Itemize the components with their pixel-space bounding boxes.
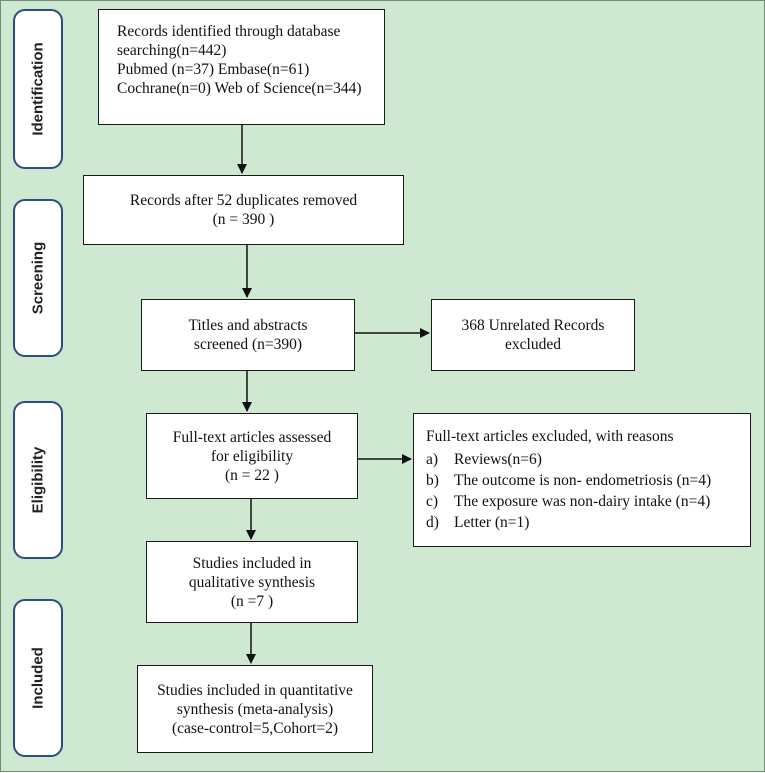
reason-marker: d) [426,514,439,531]
reason-marker: a) [426,451,439,468]
box-line: (n = 390 ) [212,211,275,228]
box-qualitative-synthesis: Studies included in qualitative synthesi… [146,541,358,623]
box-line: Records after 52 duplicates removed [129,192,358,209]
box-line: 368 Unrelated Records [461,317,605,334]
box-fulltext-assessed: Full-text articles assessed for eligibil… [146,413,358,499]
box-line: Records identified through database [117,23,341,40]
box-line: (n = 22 ) [225,466,279,484]
stage-identification: Identification [13,9,63,169]
box-line: Full-text articles assessed [172,428,332,446]
reason-text: The exposure was non-dairy intake (n=4) [454,493,711,510]
box-quantitative-synthesis: Studies included in quantitative synthes… [137,665,373,753]
reason-text: The outcome is non- endometriosis (n=4) [454,472,712,489]
box-records-identified: Records identified through database sear… [98,9,385,125]
box-line: (n =7 ) [230,592,274,610]
box-line: Cochrane(n=0) Web of Science(n=344) [117,80,362,97]
box-titles-abstracts-screened: Titles and abstracts screened (n=390) [141,299,355,371]
stage-screening: Screening [13,199,63,357]
reason-text: Letter (n=1) [454,514,530,531]
box-line: Studies included in quantitative [157,681,353,699]
box-line: Pubmed (n=37) Embase(n=61) [117,61,310,78]
reason-marker: c) [426,493,439,510]
box-fulltext-excluded: Full-text articles excluded, with reason… [413,413,751,547]
box-line: for eligibility [210,447,294,465]
excluded-reason-item: d) Letter (n=1) [426,512,740,533]
box-line: (case-control=5,Cohort=2) [172,719,338,737]
box-line: searching(n=442) [117,42,227,59]
box-line: Titles and abstracts [188,317,308,334]
excluded-title: Full-text articles excluded, with reason… [426,428,674,445]
stage-included: Included [13,599,63,757]
stage-eligibility: Eligibility [13,401,63,559]
box-line: screened (n=390) [193,336,303,353]
box-line: Studies included in [192,554,312,572]
box-unrelated-excluded: 368 Unrelated Records excluded [431,299,635,371]
reason-text: Reviews(n=6) [454,451,542,468]
box-line: excluded [505,336,561,353]
excluded-reason-item: a) Reviews(n=6) [426,449,740,470]
excluded-reason-item: b) The outcome is non- endometriosis (n=… [426,470,740,491]
box-duplicates-removed: Records after 52 duplicates removed (n =… [83,175,404,245]
box-line: synthesis (meta-analysis) [176,700,334,718]
reason-marker: b) [426,472,439,489]
box-line: qualitative synthesis [188,573,316,591]
excluded-reason-item: c) The exposure was non-dairy intake (n=… [426,491,740,512]
